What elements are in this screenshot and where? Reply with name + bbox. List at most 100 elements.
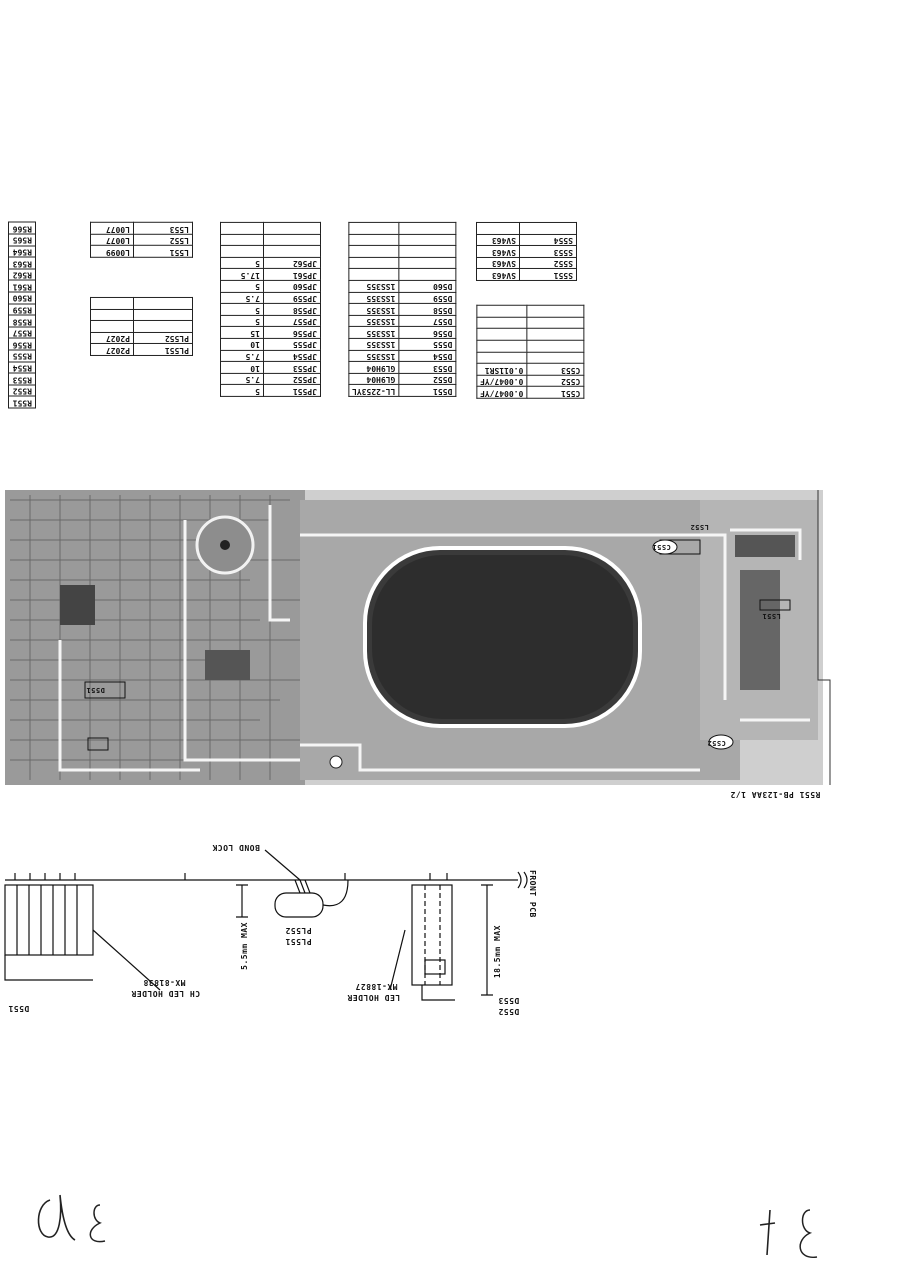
table-cell bbox=[526, 351, 584, 364]
table-cell bbox=[476, 305, 527, 318]
ch-led-holder-part: MX-81838 bbox=[143, 978, 186, 987]
table-cell: 0.0047/YF bbox=[476, 386, 527, 399]
table-cell bbox=[476, 351, 527, 364]
part-label: CS51 bbox=[652, 543, 671, 551]
table-cell: R560 bbox=[8, 292, 36, 304]
table-cell: 0.0047/YF bbox=[476, 375, 527, 387]
table-cell: R565 bbox=[8, 234, 36, 246]
table-cell: JP551 bbox=[263, 384, 321, 397]
table-cell bbox=[398, 257, 456, 269]
table-row bbox=[348, 222, 456, 235]
table-cell: L0077 bbox=[90, 234, 134, 246]
table-cell: 5 bbox=[220, 303, 264, 316]
part-label: CS52 bbox=[707, 739, 726, 747]
table-cell: R566 bbox=[8, 222, 36, 235]
table-cell bbox=[526, 328, 584, 341]
table-cell: JP555 bbox=[263, 338, 321, 351]
table-row bbox=[476, 340, 584, 352]
table-cell: D551 bbox=[398, 384, 456, 397]
table-cell: R558 bbox=[8, 315, 36, 327]
handwriting-left bbox=[37, 1194, 106, 1243]
table-cell bbox=[526, 340, 584, 352]
table-row: R559 bbox=[8, 303, 36, 316]
table-row bbox=[476, 222, 577, 235]
d551-label: D551 bbox=[8, 1004, 30, 1013]
table-row bbox=[90, 297, 193, 310]
table-cell: 5 bbox=[220, 257, 264, 269]
table-cell: 1SS355 bbox=[348, 303, 399, 316]
part-label: LS51 bbox=[762, 612, 781, 620]
gap-right-label: 18.5mm MAX bbox=[493, 925, 502, 979]
table-cell: 1SS355 bbox=[348, 315, 399, 327]
table-cell bbox=[90, 297, 134, 310]
table-cell: C553 bbox=[526, 363, 584, 376]
table-cell: PL551 bbox=[133, 343, 193, 356]
table-cell: 1SS355 bbox=[348, 280, 399, 293]
table-row: R560 bbox=[8, 292, 36, 304]
table-cell: L0077 bbox=[90, 222, 134, 235]
table-cell: 7.5 bbox=[220, 292, 264, 304]
table-cell: R563 bbox=[8, 257, 36, 269]
table-cell: S554 bbox=[519, 234, 577, 246]
table-cell bbox=[133, 309, 193, 321]
table-cell: P2027 bbox=[90, 332, 134, 344]
table-cell bbox=[348, 245, 399, 258]
table-cell: JP560 bbox=[263, 280, 321, 293]
table-cell: D557 bbox=[398, 315, 456, 327]
table-row bbox=[348, 234, 456, 246]
table-cell: R557 bbox=[8, 326, 36, 339]
table-cell: SV463 bbox=[476, 234, 520, 246]
table-cell bbox=[526, 305, 584, 318]
table-cell: R559 bbox=[8, 303, 36, 316]
table-row bbox=[220, 222, 321, 235]
table-cell bbox=[90, 320, 134, 333]
table-cell: R552 bbox=[8, 384, 36, 397]
table-row: R554 bbox=[8, 361, 36, 374]
table-cell: D553 bbox=[398, 361, 456, 374]
table-cell bbox=[220, 234, 264, 246]
table-cell: R554 bbox=[8, 361, 36, 374]
part-label: LS52 bbox=[690, 523, 709, 531]
table-row bbox=[476, 305, 584, 318]
table-cell bbox=[348, 222, 399, 235]
table-cell: 10 bbox=[220, 361, 264, 374]
table-cell bbox=[220, 222, 264, 235]
d552-label: D552 bbox=[498, 1007, 520, 1016]
table-cell: 1SS355 bbox=[348, 350, 399, 362]
table-cell: D559 bbox=[398, 292, 456, 304]
table-row bbox=[476, 317, 584, 329]
table-row: R558 bbox=[8, 315, 36, 327]
table-row: R556 bbox=[8, 338, 36, 351]
table-cell: 1SS355 bbox=[348, 326, 399, 339]
mechanical-drawing bbox=[4, 849, 528, 1001]
table-cell bbox=[519, 222, 577, 235]
table-cell: R561 bbox=[8, 280, 36, 293]
table-cell: SV463 bbox=[476, 257, 520, 269]
table-row: R561 bbox=[8, 280, 36, 293]
table-cell bbox=[398, 234, 456, 246]
table-cell: 10 bbox=[220, 338, 264, 351]
table-row: R562 bbox=[8, 268, 36, 281]
table-cell bbox=[133, 297, 193, 310]
bond-lock-label: BOND LOCK bbox=[212, 843, 260, 852]
table-cell: S552 bbox=[519, 257, 577, 269]
led-holder-label: LED HOLDER bbox=[347, 993, 401, 1002]
